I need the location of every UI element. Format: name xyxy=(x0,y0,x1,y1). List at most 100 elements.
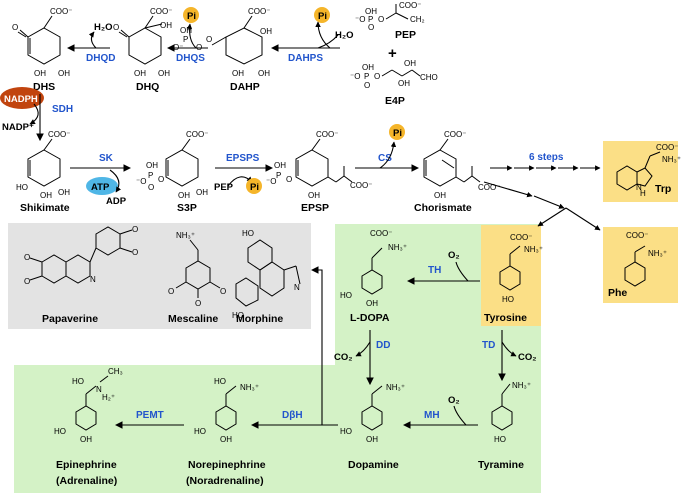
svg-text:HO: HO xyxy=(340,291,352,300)
svg-text:CHO: CHO xyxy=(420,73,438,82)
papaverine-structure: O O O O N xyxy=(24,225,138,286)
svg-text:O: O xyxy=(24,277,30,286)
svg-text:HO: HO xyxy=(54,427,66,436)
svg-text:OH: OH xyxy=(196,188,208,197)
sk-label: SK xyxy=(99,153,114,164)
pi-circle-1 xyxy=(314,7,330,23)
svg-text:HO: HO xyxy=(502,295,514,304)
pep-structure: OH ⁻O P O O COO⁻ CH₂ xyxy=(355,1,425,32)
svg-text:OH: OH xyxy=(308,191,320,200)
shikimate-label: Shikimate xyxy=(20,202,70,214)
svg-text:O: O xyxy=(364,81,370,90)
dhq-structure: O COO⁻ OH OH OH xyxy=(113,7,172,78)
svg-text:⁻O: ⁻O xyxy=(355,15,365,24)
svg-text:COO⁻: COO⁻ xyxy=(626,231,648,240)
svg-text:O: O xyxy=(168,287,174,296)
svg-text:OH: OH xyxy=(365,7,377,16)
svg-text:COO⁻: COO⁻ xyxy=(50,7,72,16)
svg-text:COO⁻: COO⁻ xyxy=(48,130,70,139)
svg-text:OH: OH xyxy=(398,79,410,88)
svg-text:OH: OH xyxy=(80,435,92,444)
svg-text:O: O xyxy=(378,15,384,24)
six-steps-label: 6 steps xyxy=(529,152,564,163)
svg-text:O: O xyxy=(195,299,201,308)
dhs-label: DHS xyxy=(33,81,55,93)
svg-text:COO⁻: COO⁻ xyxy=(510,233,532,242)
dopamine-structure: NH₃⁺ HO OH xyxy=(340,383,405,444)
svg-text:N: N xyxy=(294,283,300,292)
svg-text:H₂⁺: H₂⁺ xyxy=(102,393,115,402)
ldopa-label: L-DOPA xyxy=(350,312,390,324)
svg-text:OH: OH xyxy=(160,21,172,30)
svg-text:OH: OH xyxy=(434,191,446,200)
dbh-label: DβH xyxy=(282,410,303,421)
svg-text:HO: HO xyxy=(72,377,84,386)
svg-text:O: O xyxy=(132,248,138,257)
dhs-structure: O COO⁻ OH OH xyxy=(12,7,72,78)
tyramine-label: Tyramine xyxy=(478,459,524,471)
svg-text:COO⁻: COO⁻ xyxy=(316,130,338,139)
epsp-structure: COO⁻ OH O P ⁻O OH COO⁻ xyxy=(266,130,372,200)
svg-text:COO⁻: COO⁻ xyxy=(150,7,172,16)
svg-text:P: P xyxy=(368,15,373,24)
svg-text:OH: OH xyxy=(146,161,158,170)
svg-text:OH: OH xyxy=(58,188,70,197)
epsp-label: EPSP xyxy=(301,202,329,214)
svg-text:OH: OH xyxy=(178,191,190,200)
svg-text:P: P xyxy=(364,72,369,81)
tyrosine-label: Tyrosine xyxy=(484,312,527,324)
co2-label-1: CO₂ xyxy=(334,352,352,363)
pi-circle-3 xyxy=(246,178,262,194)
h2o-label-2: H₂O xyxy=(335,30,353,41)
svg-text:OH: OH xyxy=(58,69,70,78)
dd-label: DD xyxy=(376,340,390,351)
phe-structure: COO⁻ NH₃⁺ xyxy=(624,231,667,287)
morphine-structure: HO HO N xyxy=(232,229,301,320)
svg-text:NH₃⁺: NH₃⁺ xyxy=(662,155,681,164)
tyramine-structure: NH₃⁺ HO xyxy=(491,381,531,444)
nadp-label: NADP⁺ xyxy=(2,122,34,133)
s3p-structure: COO⁻ OH OH O P ⁻O OH O xyxy=(136,130,208,200)
dhqd-label: DHQD xyxy=(86,53,115,64)
svg-text:OH: OH xyxy=(258,69,270,78)
svg-text:Pi: Pi xyxy=(393,128,402,139)
shikimate-structure: COO⁻ HO OH OH xyxy=(16,130,70,200)
sdh-label: SDH xyxy=(52,104,73,115)
svg-text:COO⁻: COO⁻ xyxy=(399,1,421,10)
epinephrine-alt-label: (Adrenaline) xyxy=(56,475,117,487)
svg-text:NH₃⁺: NH₃⁺ xyxy=(524,245,543,254)
svg-text:OH: OH xyxy=(220,435,232,444)
svg-text:COO⁻: COO⁻ xyxy=(350,181,372,190)
svg-text:O: O xyxy=(24,253,30,262)
svg-text:OH: OH xyxy=(260,27,272,36)
svg-text:Pi: Pi xyxy=(187,11,196,22)
dhqs-label: DHQS xyxy=(176,53,205,64)
norepinephrine-structure: HO NH₃⁺ HO OH xyxy=(194,377,259,444)
morphine-label: Morphine xyxy=(236,313,283,325)
svg-text:OH: OH xyxy=(134,69,146,78)
plus-sign: + xyxy=(388,45,397,62)
mh-label: MH xyxy=(424,410,440,421)
svg-text:O: O xyxy=(206,35,212,44)
svg-text:Pi: Pi xyxy=(318,11,327,22)
nadph-ellipse xyxy=(0,87,44,109)
svg-text:H: H xyxy=(640,189,646,198)
svg-text:OH: OH xyxy=(34,69,46,78)
dhq-label: DHQ xyxy=(136,81,159,93)
svg-text:O: O xyxy=(12,23,18,32)
norepinephrine-label: Norepinephrine xyxy=(188,459,266,471)
nadph-label: NADPH xyxy=(4,94,38,105)
svg-text:NH₃⁺: NH₃⁺ xyxy=(388,243,407,252)
trp-box xyxy=(603,141,678,202)
e4p-structure: OH ⁻O P O O OH OH CHO xyxy=(350,59,438,90)
svg-text:N: N xyxy=(636,183,642,192)
mescaline-structure: NH₃⁺ O O O xyxy=(168,231,226,308)
svg-text:COO⁻: COO⁻ xyxy=(478,183,500,192)
trp-structure: COO⁻ NH₃⁺ H N xyxy=(616,143,681,198)
dahp-label: DAHP xyxy=(230,81,260,93)
svg-text:NH₃⁺: NH₃⁺ xyxy=(386,383,405,392)
epsps-label: EPSPS xyxy=(226,153,260,164)
atp-ellipse xyxy=(86,177,118,195)
